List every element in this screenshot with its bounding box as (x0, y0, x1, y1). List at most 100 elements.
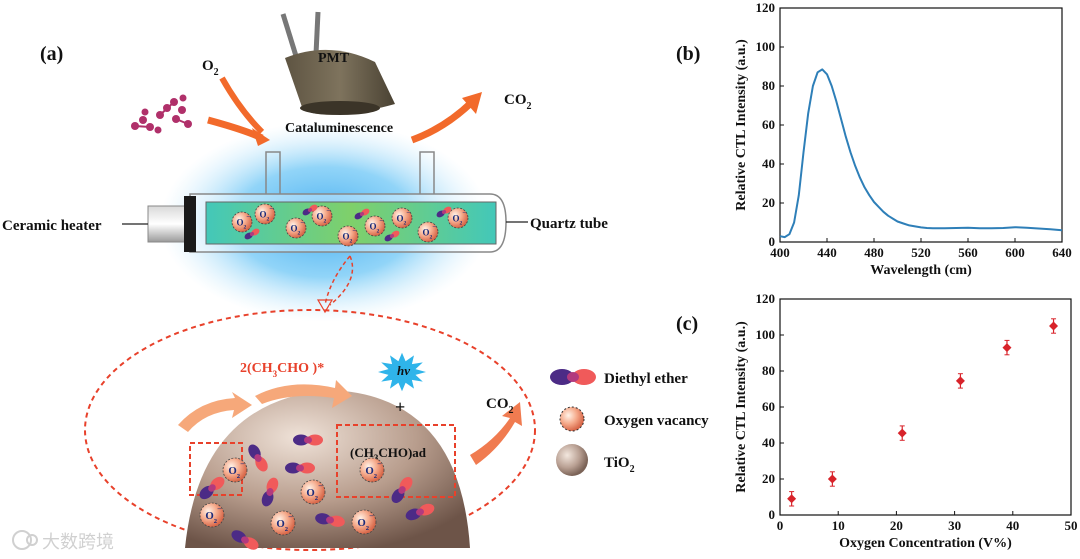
legend: Diethyl ether Oxygen vacancy TiO2 (550, 369, 709, 476)
o2-ion-label: O2− (228, 459, 245, 479)
o2-ion-label: O2− (205, 504, 222, 524)
diethyl-ether-molecule (354, 208, 370, 220)
ceramic-heater-label: Ceramic heater (2, 218, 102, 234)
quartz-tube-label: Quartz tube (530, 216, 608, 232)
surface-o2-ion: O2− (300, 479, 326, 505)
tube-o2-ion: O2− (285, 217, 307, 239)
photon-emission-icon (378, 352, 426, 392)
tio2-icon (556, 444, 588, 476)
data-point (897, 428, 907, 438)
o2-ion-label: O2− (237, 214, 251, 231)
data-point (955, 376, 965, 386)
legend-diethyl-ether: Diethyl ether (604, 371, 688, 387)
y-tick-label: 100 (756, 39, 776, 54)
y-tick-label: 120 (756, 291, 776, 306)
y-tick-label: 40 (762, 435, 775, 450)
surface-o2-ion: O2− (199, 502, 225, 528)
adsorbed-label: (CH3CHO)ad (350, 445, 427, 463)
y-tick-label: 100 (756, 327, 776, 342)
adsorption-site-box-left (189, 442, 243, 496)
co2-out-arrow (410, 99, 475, 144)
o2-ion-label: O2− (370, 218, 384, 235)
hv-label: hv (397, 363, 410, 378)
x-tick-label: 400 (770, 245, 790, 260)
ceramic-heater (147, 196, 196, 252)
diethyl-ether-molecule (244, 228, 260, 240)
surface-species: O2− O2− O2− O2− O2− O2− (199, 434, 435, 550)
x-tick-label: 50 (1065, 518, 1078, 533)
o2-ion-label: O2− (291, 220, 305, 237)
diethyl-ether-molecule (285, 462, 315, 474)
x-tick-label: 480 (864, 245, 884, 260)
tube-o2-ion: O2− (364, 215, 386, 237)
o2-arrow (219, 76, 265, 135)
co2-top-label: CO2 (504, 92, 532, 112)
x-tick-label: 520 (911, 245, 931, 260)
o2-ion-label: O2− (453, 210, 467, 227)
surface-o2-ion: O2− (270, 510, 296, 536)
diethyl-ether-molecule (436, 206, 452, 218)
co2-bottom-label: CO2 (486, 396, 514, 416)
tube-o2-ion: O2− (417, 221, 439, 243)
o2-ion-label: O2− (423, 224, 437, 241)
diethyl-ether-molecule (199, 476, 225, 500)
y-tick-label: 80 (762, 363, 775, 378)
y-tick-label: 20 (762, 195, 775, 210)
tube-o2-ion: O2− (391, 207, 413, 229)
diethyl-ether-molecule (293, 434, 323, 446)
y-tick-label: 80 (762, 78, 775, 93)
diethyl-ether-molecule (384, 230, 400, 242)
data-point (787, 494, 797, 504)
x-tick-label: 40 (1006, 518, 1019, 533)
surface-o2-ion: O2− (351, 509, 377, 535)
x-tick-label: 560 (958, 245, 978, 260)
panel-label: (b) (676, 43, 700, 65)
tube-o2-ion: O2− (231, 211, 253, 233)
o2-ion-label: O2− (365, 459, 382, 479)
reaction-zoom-ellipse (84, 309, 536, 551)
diethyl-ether-molecule (261, 477, 279, 507)
zoom-dashed-arrows (324, 255, 354, 306)
o2-ion-label: O2− (276, 512, 293, 532)
o2-ion-label: O2− (343, 228, 357, 245)
tube-o2-ion: O2− (337, 225, 359, 247)
legend-tio2: TiO2 (604, 455, 635, 475)
y-tick-label: 20 (762, 471, 775, 486)
plot-frame (779, 298, 1072, 516)
o2-ion-label: O2− (397, 210, 411, 227)
x-tick-label: 20 (890, 518, 903, 533)
plot-frame (779, 7, 1063, 243)
x-axis-title: Oxygen Concentration (V%) (839, 536, 1012, 551)
o2-ion-label: O2− (260, 206, 274, 223)
reaction-flow-arrows (178, 380, 522, 465)
y-tick-label: 60 (762, 399, 775, 414)
y-axis-title: Relative CTL Intensity (a.u.) (734, 321, 749, 493)
panel-label: (c) (676, 313, 698, 335)
co2-out-arrowhead (462, 92, 482, 114)
oxygen-vacancy-icon (559, 406, 585, 432)
y-tick-label: 0 (769, 234, 776, 249)
cataluminescence-label: Cataluminescence (285, 121, 393, 136)
diethyl-ether-molecule (231, 530, 259, 550)
diethyl-ether-molecules (131, 94, 192, 134)
plus-sign: + (395, 397, 405, 417)
watermark-text: 大数跨境 (42, 532, 114, 553)
o2-ion-label: O2− (317, 208, 331, 225)
x-tick-label: 440 (817, 245, 837, 260)
y-tick-label: 120 (756, 0, 776, 15)
data-point (827, 474, 837, 484)
spectrum-line (779, 68, 1063, 239)
pmt-label: PMT (318, 51, 350, 66)
x-tick-label: 10 (832, 518, 845, 533)
pmt-detector (280, 11, 395, 115)
o2-arrowhead (252, 128, 270, 146)
diethyl-ether-molecule (248, 444, 268, 472)
diethyl-ether-icon (550, 369, 596, 385)
tube-particles: O2− O2− O2− O2− O2− O2− O2− O2− O2− (231, 203, 469, 247)
tube-o2-ion: O2− (447, 207, 469, 229)
y-tick-label: 40 (762, 156, 775, 171)
